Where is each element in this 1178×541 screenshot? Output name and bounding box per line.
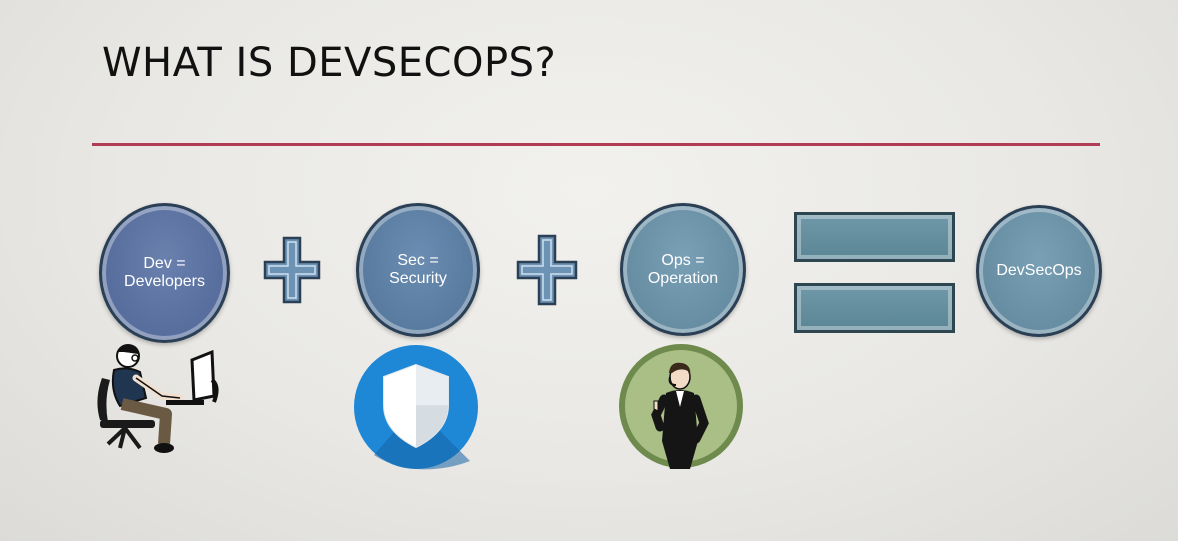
page-title: WHAT IS DEVSECOPS? xyxy=(102,40,557,86)
equals-icon-top-bar xyxy=(794,212,955,262)
devsecops-circle: DevSecOps xyxy=(976,205,1102,337)
sec-circle-label: Sec = Security xyxy=(389,252,447,287)
operator-with-headset-icon xyxy=(618,343,746,476)
sec-circle: Sec = Security xyxy=(356,203,480,337)
devsecops-circle-label: DevSecOps xyxy=(996,262,1082,279)
equals-icon-bottom-bar xyxy=(794,283,955,333)
plus-icon xyxy=(263,236,321,309)
title-divider xyxy=(92,143,1100,146)
plus-icon xyxy=(516,234,578,311)
developer-at-computer-icon xyxy=(80,340,220,465)
dev-circle-label: Dev = Developers xyxy=(124,255,205,290)
security-shield-icon xyxy=(352,343,482,476)
dev-circle: Dev = Developers xyxy=(99,203,230,343)
ops-circle-label: Ops = Operation xyxy=(647,251,719,287)
ops-circle: Ops = Operation xyxy=(620,203,746,336)
